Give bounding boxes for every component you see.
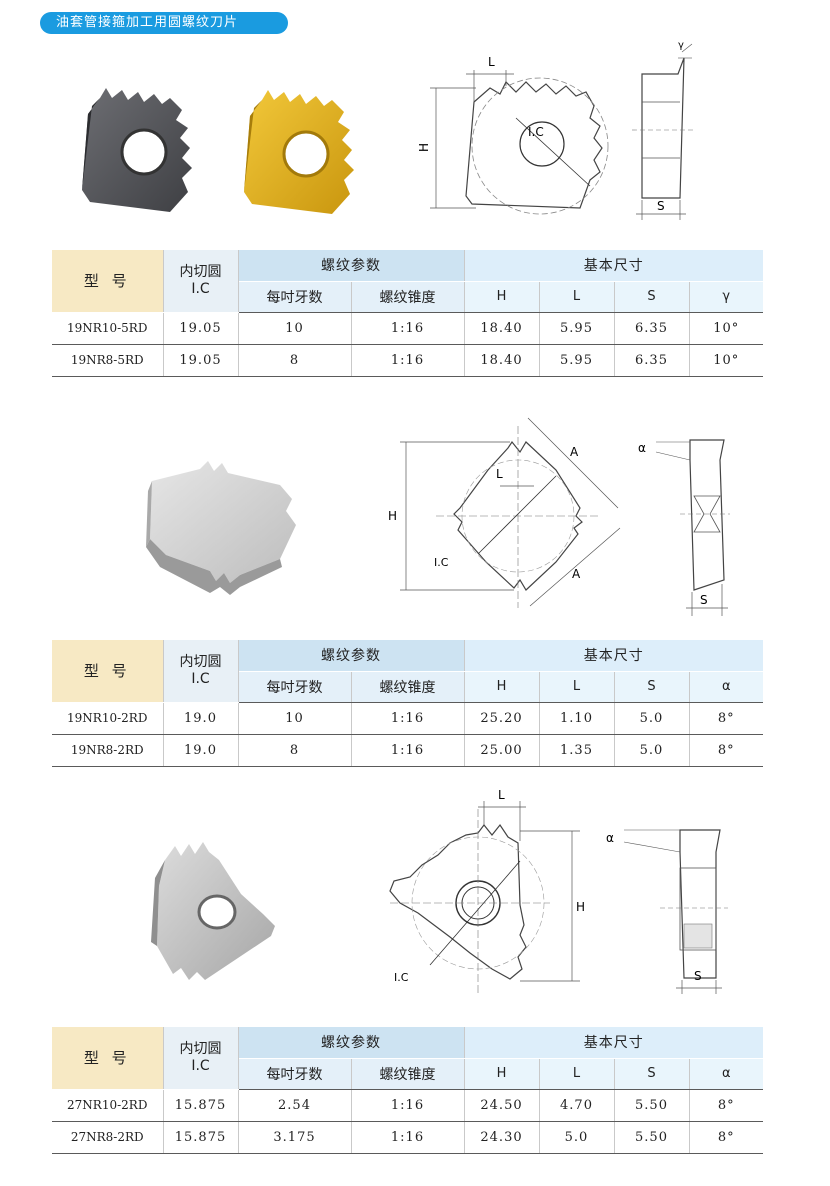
col-thread-group-header: 螺纹参数 [238,640,465,672]
col-tpi-header: 每吋牙数 [238,1058,352,1090]
col-taper-header: 螺纹锥度 [351,281,465,313]
col-L-header: L [539,671,615,703]
col-H-header: H [464,1058,540,1090]
silver-square-insert-photo [130,455,310,595]
col-L-header: L [539,281,615,313]
col-taper-header: 螺纹锥度 [351,671,465,703]
col-angle-header: γ [689,281,763,313]
gold-insert-photo [232,82,372,222]
col-thread-group-header: 螺纹参数 [238,1027,465,1059]
col-model-header: 型 号 [52,640,164,703]
dim-S-label: S [700,593,708,607]
insert3-side-drawing: α S [600,808,730,998]
col-S-header: S [614,1058,690,1090]
col-tpi-header: 每吋牙数 [238,671,352,703]
insert1-front-drawing: L H I.C [410,46,620,226]
dim-S-label: S [657,199,665,213]
col-angle-header: α [689,1058,763,1090]
dim-IC-label: I.C [434,556,449,569]
dim-IC-label: I.C [528,125,544,139]
dim-H-label: H [576,900,585,914]
insert1-side-drawing: γ S [620,38,720,223]
page-title: 油套管接箍加工用圆螺纹刀片 [40,12,288,34]
dim-L-label: L [496,467,503,481]
col-H-header: H [464,671,540,703]
col-L-header: L [539,1058,615,1090]
dim-L-label: L [498,788,505,802]
dim-angle-label: γ [678,40,684,51]
col-taper-header: 螺纹锥度 [351,1058,465,1090]
col-model-header: 型 号 [52,250,164,313]
col-tpi-header: 每吋牙数 [238,281,352,313]
dim-L-label: L [488,55,495,69]
silver-triangle-insert-photo [145,830,295,990]
dim-angle-label: α [606,831,614,845]
col-S-header: S [614,281,690,313]
col-thread-group-header: 螺纹参数 [238,250,465,282]
insert2-side-drawing: α S [630,420,730,620]
dark-insert-photo [70,80,210,220]
dim-IC-label: I.C [394,971,409,984]
col-H-header: H [464,281,540,313]
col-basic-group-header: 基本尺寸 [464,250,763,282]
col-S-header: S [614,671,690,703]
col-model-header: 型 号 [52,1027,164,1090]
dim-A-top-label: A [570,445,579,459]
dim-angle-label: α [638,441,646,455]
dim-H-label: H [417,143,431,152]
dim-A-bottom-label: A [572,567,581,581]
insert3-front-drawing: L H I.C [370,785,600,1005]
dim-H-label: H [388,509,397,523]
dim-S-label: S [694,969,702,983]
col-basic-group-header: 基本尺寸 [464,640,763,672]
col-basic-group-header: 基本尺寸 [464,1027,763,1059]
insert2-front-drawing: H L A A I.C [380,412,630,622]
col-angle-header: α [689,671,763,703]
